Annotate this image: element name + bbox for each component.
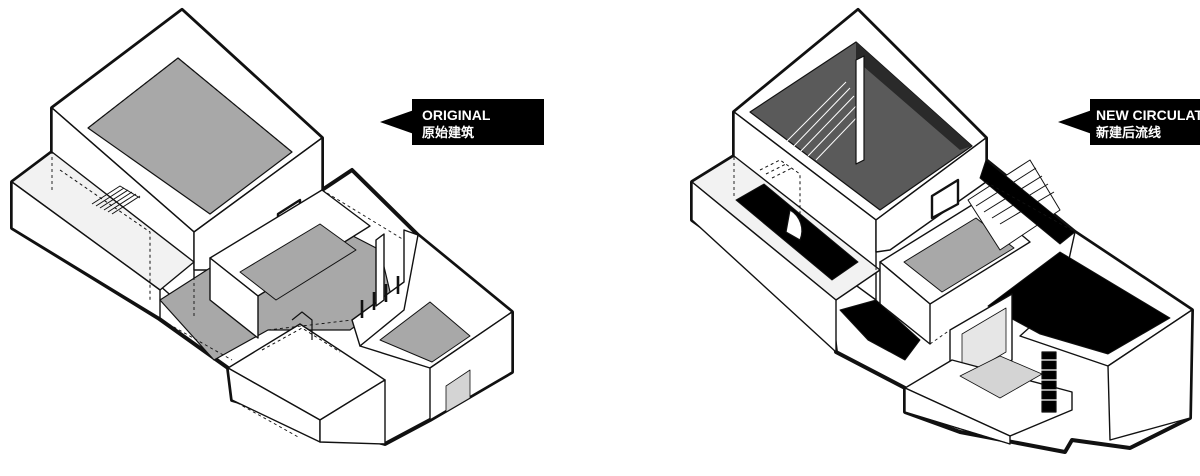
- new-upper-stair: [783, 81, 863, 161]
- original-middle-box-front: [209, 257, 259, 339]
- original-callout: ORIGINAL 原始建筑: [380, 99, 544, 145]
- new-spiral-stair: [1040, 351, 1058, 413]
- new-right-room-side: [1107, 309, 1193, 441]
- original-building-axonometric: [10, 8, 514, 446]
- new-upper-window: [930, 178, 960, 220]
- new-right-room-floor: [987, 251, 1171, 355]
- original-label-zh: 原始建筑: [422, 125, 474, 140]
- new-lower-corridor-black: [839, 299, 921, 361]
- new-label-zh: 新建后流线: [1096, 125, 1161, 140]
- new-left-wing-curved-stair: [785, 209, 803, 241]
- original-right-room-floor: [379, 301, 471, 363]
- new-left-stair: [759, 159, 801, 220]
- original-right-wall-openings: [360, 276, 400, 318]
- new-callout-pointer: [1058, 110, 1092, 134]
- original-callout-box: [412, 99, 544, 145]
- original-middle-box-floor: [239, 223, 357, 301]
- original-callout-pointer: [380, 110, 414, 134]
- new-middle-box-floor: [903, 217, 1015, 293]
- new-label-en: NEW CIRCULATI: [1096, 107, 1200, 123]
- new-circulation-axonometric: [690, 8, 1194, 454]
- original-left-wing-side: [11, 181, 161, 319]
- new-corridor-black: [979, 159, 1076, 245]
- new-callout-box: [1090, 99, 1200, 145]
- original-entrance-side: [319, 379, 386, 445]
- original-upper-floor: [87, 57, 293, 215]
- new-circulation-callout: NEW CIRCULATI 新建后流线: [1058, 99, 1200, 145]
- new-stair-column: [855, 55, 865, 165]
- original-label-en: ORIGINAL: [422, 107, 491, 123]
